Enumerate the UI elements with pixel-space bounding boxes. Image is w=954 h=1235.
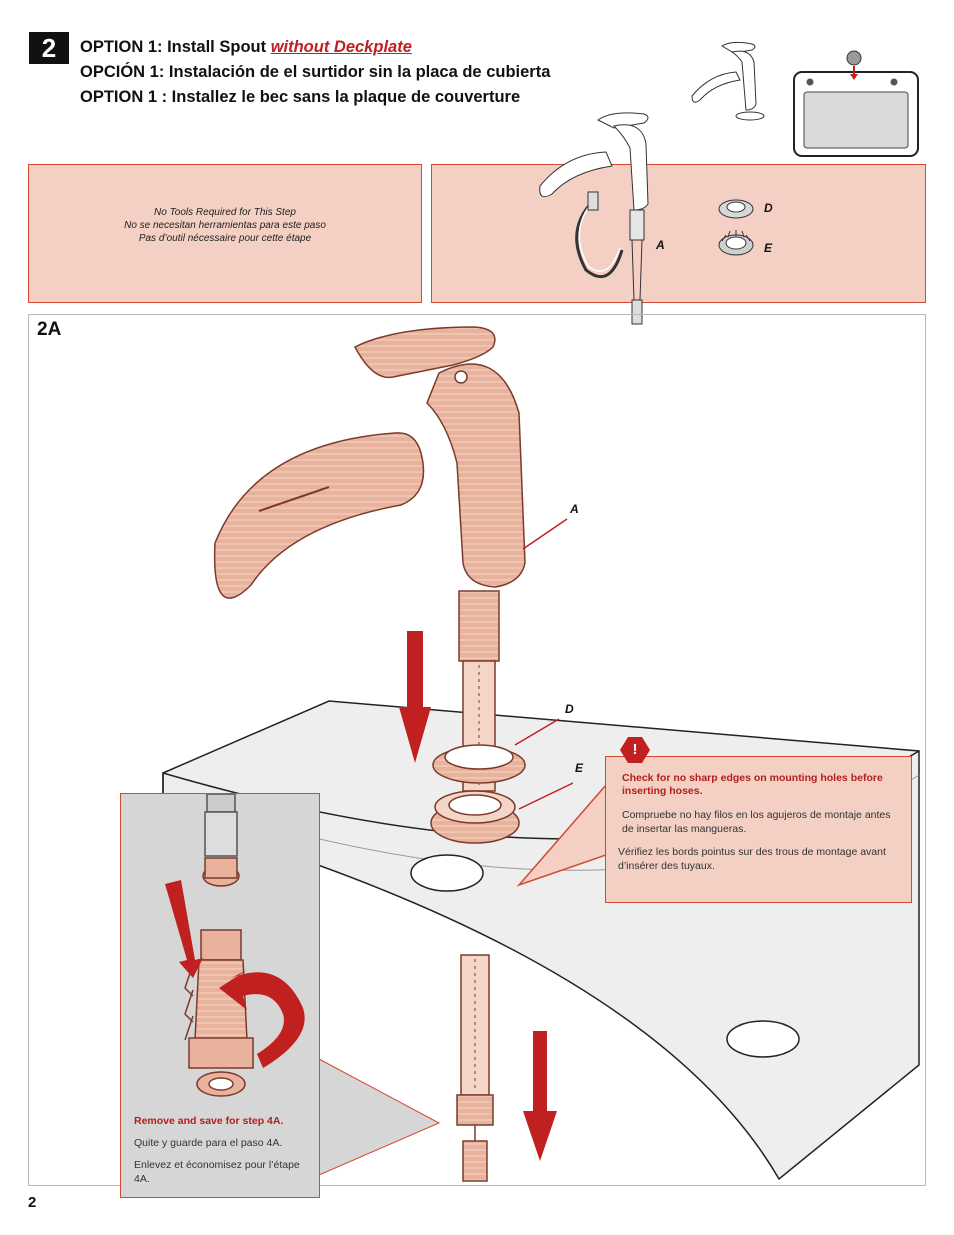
parts-faucet-illustration — [539, 112, 649, 325]
down-arrow-icon-2 — [523, 1031, 557, 1161]
tools-note-en: No Tools Required for This Step — [154, 207, 296, 218]
part-e-icon — [718, 230, 754, 256]
substep-2a-frame — [28, 314, 926, 1186]
small-faucet-icon — [691, 41, 765, 121]
warning-text-es: Compruebe no hay filos en los agujeros d… — [622, 809, 891, 835]
part-d-ring-illustration — [432, 744, 526, 784]
step-title-en-prefix: OPTION 1: Install Spout — [80, 38, 271, 56]
warning-box — [605, 756, 912, 903]
callout-e-leader — [518, 782, 574, 810]
sink-top-icon — [793, 50, 919, 157]
warning-heading: Check for no sharp edges on mounting hol… — [622, 772, 883, 797]
parts-label-d: D — [764, 201, 773, 215]
tools-note: No Tools Required for This Step No se ne… — [28, 206, 422, 245]
rotate-arrow-icon — [219, 970, 305, 1068]
inset-down-arrow-icon — [165, 880, 203, 978]
step-title-en-emphasis: without Deckplate — [270, 38, 412, 56]
parts-label-e: E — [764, 241, 773, 255]
parts-panel — [431, 164, 926, 303]
callout-d-leader — [514, 718, 560, 746]
substep-2a-label: 2A — [37, 319, 62, 340]
tools-note-es: No se necesitan herramientas para este p… — [124, 220, 326, 231]
warning-icon-glyph: ! — [632, 741, 638, 758]
inset-pointer — [318, 1058, 441, 1176]
parts-label-a: A — [656, 238, 665, 252]
down-arrow-icon — [399, 631, 431, 763]
warning-icon: ! — [620, 737, 650, 763]
callout-label-d: D — [565, 702, 574, 716]
product-variants-illustration — [691, 41, 919, 157]
part-d-icon — [718, 199, 754, 219]
callout-label-a: A — [570, 502, 579, 516]
parts-d-e-icons — [718, 199, 754, 256]
inset-text-fr: Enlevez et économisez pour l’étape 4A. — [134, 1159, 300, 1185]
inset-text-es: Quite y guarde para el paso 4A. — [134, 1137, 283, 1149]
step-title-es: OPCIÓN 1: Instalación de el surtidor sin… — [80, 63, 551, 81]
warning-text-fr: Vérifiez les bords pointus sur des trous… — [618, 846, 886, 872]
step-title-fr: OPTION 1 : Installez le bec sans la plaq… — [80, 88, 521, 106]
inset-hose-illustration — [165, 794, 305, 1097]
inset-heading: Remove and save for step 4A. — [134, 1115, 284, 1127]
hose-illustration — [456, 954, 494, 1182]
callout-a-leader — [522, 518, 568, 550]
step-number-badge: 2 — [29, 32, 69, 64]
tools-note-fr: Pas d’outil nécessaire pour cette étape — [138, 233, 312, 244]
page-number: 2 — [28, 1194, 37, 1211]
tools-panel — [28, 164, 422, 303]
callout-label-e: E — [575, 761, 584, 775]
part-e-nut-illustration — [430, 790, 520, 844]
step-title-en: OPTION 1: Install Spout without Deckplat… — [80, 38, 412, 57]
